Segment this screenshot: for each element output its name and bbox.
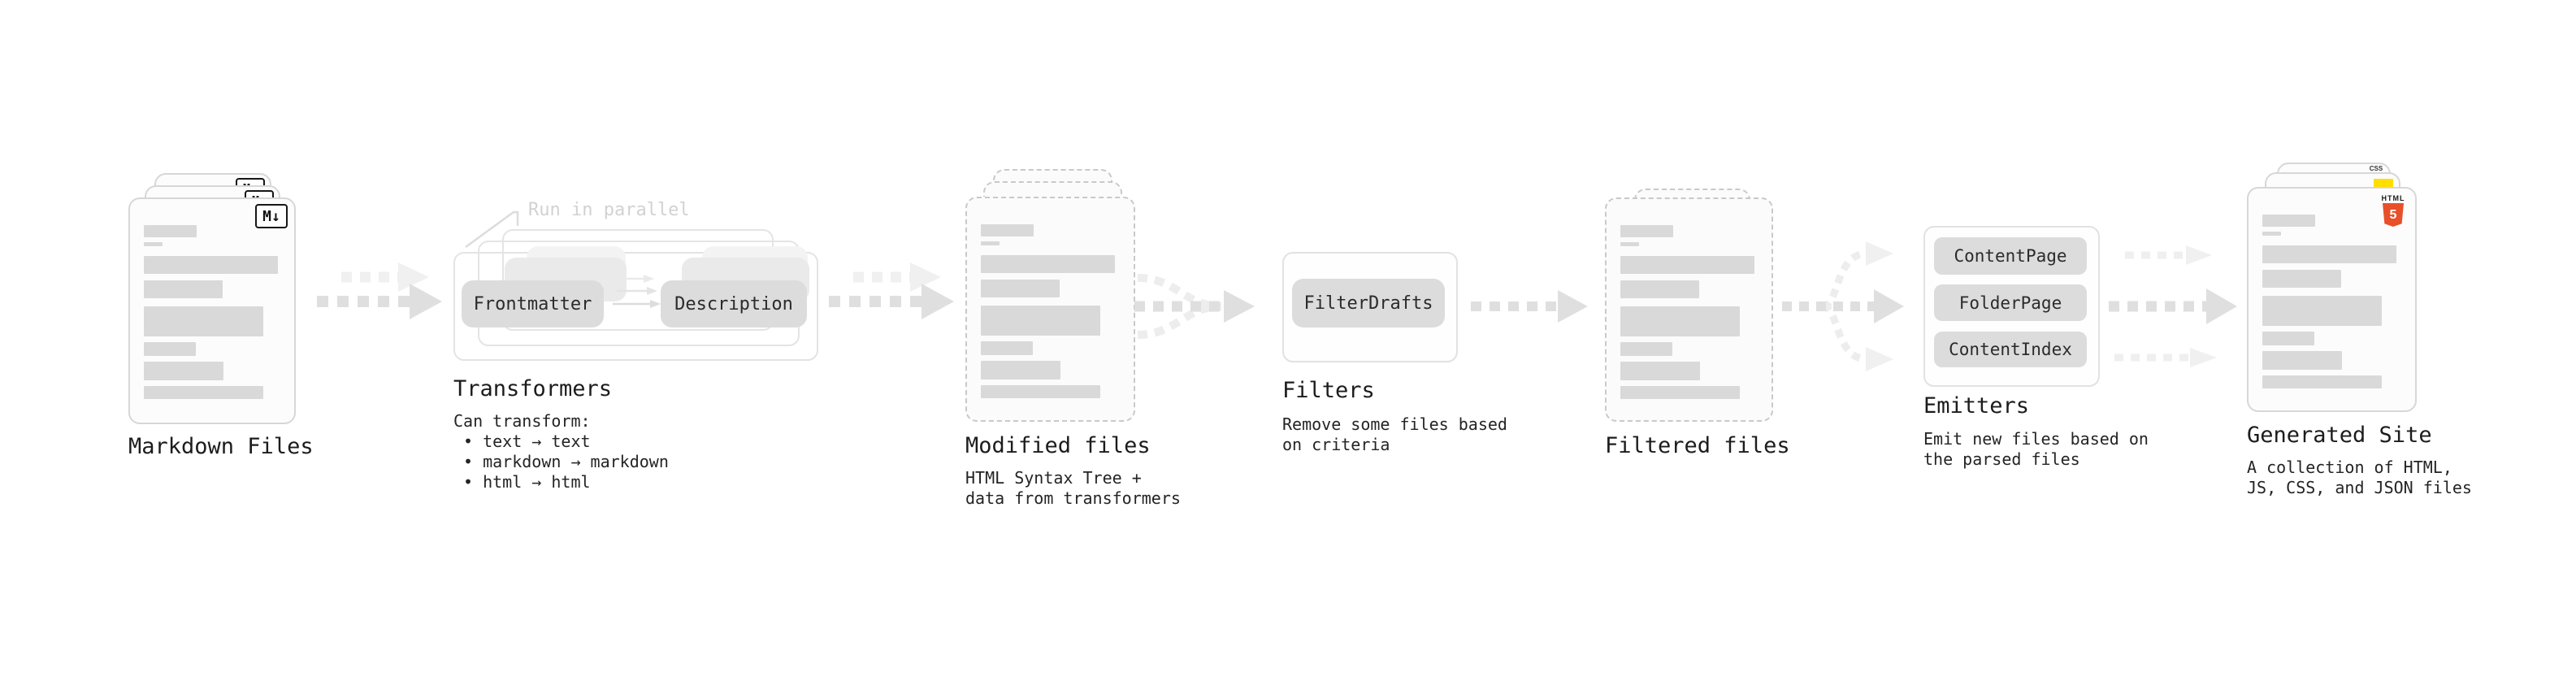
- modified-files-description: HTML Syntax Tree + data from transformer…: [965, 468, 1181, 509]
- contentpage-pill: ContentPage: [1934, 237, 2087, 275]
- placeholder-bar: [1620, 256, 1754, 274]
- placeholder-bar: [1620, 280, 1699, 298]
- arrow-modified-to-filters-icon: [1134, 274, 1255, 339]
- transformers-bullet: • html → html: [463, 472, 591, 492]
- placeholder-bar: [981, 385, 1100, 398]
- generated-site-description: A collection of HTML, JS, CSS, and JSON …: [2247, 458, 2472, 498]
- placeholder-bar: [981, 280, 1060, 297]
- placeholder-bar: [2262, 215, 2315, 227]
- html5-word: HTML: [2381, 194, 2405, 202]
- filters-desc-line: on criteria: [1282, 435, 1390, 454]
- placeholder-bar: [1620, 342, 1672, 356]
- placeholder-bar: [144, 225, 197, 237]
- filtered-files-label: Filtered files: [1605, 433, 1790, 458]
- placeholder-bar: [1620, 386, 1740, 399]
- description-pill: Description: [661, 280, 807, 327]
- emitters-desc-line: the parsed files: [1923, 449, 2080, 469]
- placeholder-bar: [2262, 270, 2341, 288]
- transformers-description: Can transform: • text → text • markdown …: [453, 411, 669, 492]
- html5-number: 5: [2389, 207, 2397, 222]
- placeholder-bar: [2262, 232, 2281, 236]
- filters-description: Remove some files based on criteria: [1282, 414, 1507, 455]
- arrow-markdown-to-transformers-icon: [317, 262, 442, 319]
- css-badge-text: CSS: [2369, 165, 2383, 172]
- modified-files-stack: [965, 158, 1136, 423]
- modified-files-label: Modified files: [965, 433, 1151, 458]
- emitters-description: Emit new files based on the parsed files: [1923, 429, 2149, 470]
- modified-doc-front: [965, 197, 1135, 422]
- modified-desc-line: HTML Syntax Tree +: [965, 468, 1142, 488]
- placeholder-bar: [144, 242, 163, 246]
- transformers-bullet: • markdown → markdown: [463, 452, 669, 471]
- frontmatter-pill: Frontmatter: [462, 280, 604, 327]
- placeholder-bar: [981, 306, 1100, 336]
- placeholder-bar: [144, 342, 196, 356]
- site-desc-line: A collection of HTML,: [2247, 458, 2452, 477]
- js-file-icon: [2374, 179, 2393, 189]
- filtered-doc-front: [1605, 197, 1773, 422]
- placeholder-bar: [1620, 362, 1700, 380]
- placeholder-bar: [981, 341, 1033, 355]
- html5-shield: 5: [2383, 203, 2404, 227]
- arrow-transformers-to-modified-icon: [829, 262, 954, 319]
- transformers-label: Transformers: [453, 376, 613, 401]
- placeholder-bar: [1620, 306, 1740, 336]
- placeholder-bar: [981, 255, 1115, 273]
- transformers-bullet: • text → text: [463, 432, 591, 451]
- generated-site-label: Generated Site: [2247, 423, 2432, 448]
- parallel-arrows-icon: [613, 275, 661, 308]
- placeholder-bar: [981, 224, 1034, 236]
- arrow-filtered-to-emitters-icon: [1782, 241, 1904, 371]
- arrow-filters-to-filtered-icon: [1471, 290, 1588, 323]
- transformers-desc-title: Can transform:: [453, 411, 591, 431]
- site-desc-line: JS, CSS, and JSON files: [2247, 478, 2472, 497]
- markdown-icon: M↓: [255, 204, 288, 228]
- run-in-parallel-annotation: Run in parallel: [528, 200, 690, 220]
- placeholder-bar: [144, 362, 223, 380]
- markdown-files-stack: M↓ M↓ M↓: [128, 163, 299, 424]
- placeholder-bar: [2262, 351, 2342, 370]
- emitters-desc-line: Emit new files based on: [1923, 429, 2149, 449]
- site-doc-html: HTML 5: [2247, 187, 2417, 412]
- filters-label: Filters: [1282, 378, 1375, 403]
- modified-desc-line: data from transformers: [965, 488, 1181, 508]
- transformer-box-front: [453, 252, 818, 361]
- annotation-connector-icon: [465, 210, 519, 249]
- placeholder-bar: [144, 386, 263, 399]
- filterdrafts-pill: FilterDrafts: [1292, 279, 1445, 327]
- placeholder-bar: [2262, 332, 2314, 345]
- placeholder-bar: [144, 306, 263, 336]
- contentindex-pill: ContentIndex: [1934, 332, 2087, 367]
- markdown-files-label: Markdown Files: [128, 434, 314, 459]
- filters-desc-line: Remove some files based: [1282, 414, 1507, 434]
- placeholder-bar: [981, 241, 1000, 245]
- placeholder-bar: [2262, 296, 2382, 326]
- placeholder-bar: [144, 280, 223, 298]
- placeholder-bar: [2262, 375, 2382, 388]
- html5-icon: HTML 5: [2381, 194, 2405, 227]
- placeholder-bar: [144, 256, 278, 274]
- placeholder-bar: [1620, 225, 1673, 237]
- placeholder-bar: [981, 361, 1060, 380]
- arrow-emitters-to-site-icon: [2109, 245, 2237, 367]
- placeholder-bar: [1620, 242, 1639, 246]
- folderpage-pill: FolderPage: [1934, 284, 2087, 321]
- generated-site-stack: CSS HTML 5: [2247, 158, 2418, 423]
- filtered-files-stack: [1605, 158, 1776, 423]
- emitters-label: Emitters: [1923, 393, 2030, 419]
- placeholder-bar: [2262, 245, 2396, 263]
- markdown-doc-front: M↓: [128, 197, 296, 424]
